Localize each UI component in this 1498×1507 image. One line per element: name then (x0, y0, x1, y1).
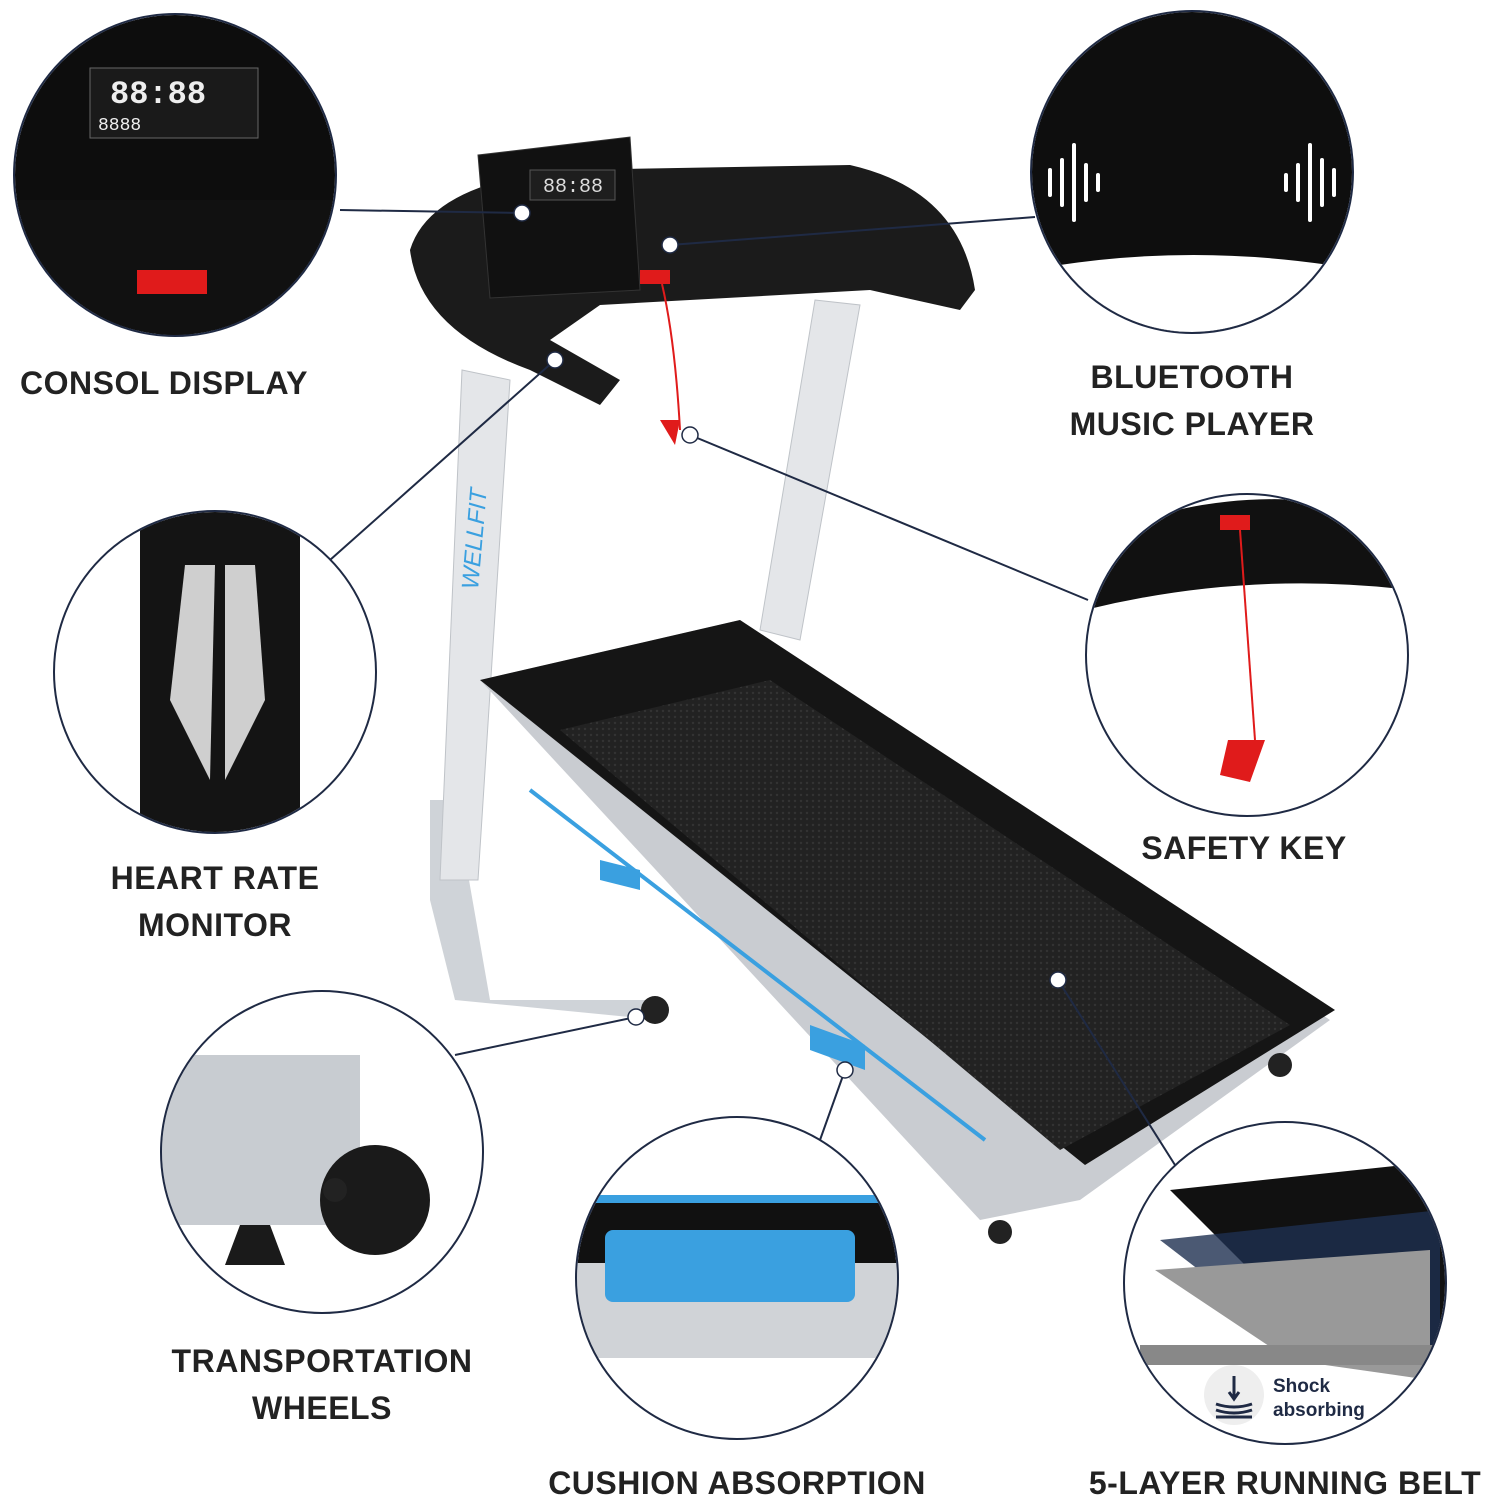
wheels-detail (162, 992, 482, 1312)
bluetooth-detail (1032, 12, 1352, 332)
label-line: HEART RATE (110, 860, 320, 896)
label-safety-key: SAFETY KEY (1141, 830, 1347, 866)
label-line: MONITOR (137, 907, 292, 943)
label-line: WHEELS (252, 1390, 392, 1426)
label-wheels: TRANSPORTATION WHEELS (122, 1338, 522, 1432)
label-line: MUSIC PLAYER (1069, 406, 1315, 442)
label-cushion: CUSHION ABSORPTION (548, 1465, 926, 1501)
label-line: BLUETOOTH (1090, 359, 1294, 395)
svg-text:8888: 8888 (98, 116, 141, 136)
callout-dots (513, 204, 1067, 1079)
label-console-display: CONSOL DISPLAY (20, 365, 308, 401)
label-line: TRANSPORTATION (171, 1343, 473, 1379)
safety-key-detail (1087, 495, 1407, 815)
cushion-detail (577, 1118, 897, 1438)
belt-detail (1125, 1123, 1445, 1443)
svg-text:88:88: 88:88 (110, 76, 206, 113)
shock-badge-line1: Shock (1273, 1376, 1330, 1397)
treadmill (410, 136, 1335, 1244)
console-detail: 88:88 8888 (15, 15, 335, 335)
shock-badge-line2: absorbing (1273, 1400, 1365, 1421)
connector-lines (329, 209, 1176, 1166)
label-running-belt: 5-LAYER RUNNING BELT (1088, 1465, 1482, 1501)
shock-absorb-icon (1215, 1376, 1253, 1419)
heart-rate-detail (55, 512, 375, 832)
label-heart-rate: HEART RATE MONITOR (65, 855, 365, 949)
detail-circle-borders (13, 10, 1447, 1445)
label-bluetooth: BLUETOOTH MUSIC PLAYER (1042, 354, 1342, 448)
console-readout-main: 88:88 (543, 176, 603, 199)
